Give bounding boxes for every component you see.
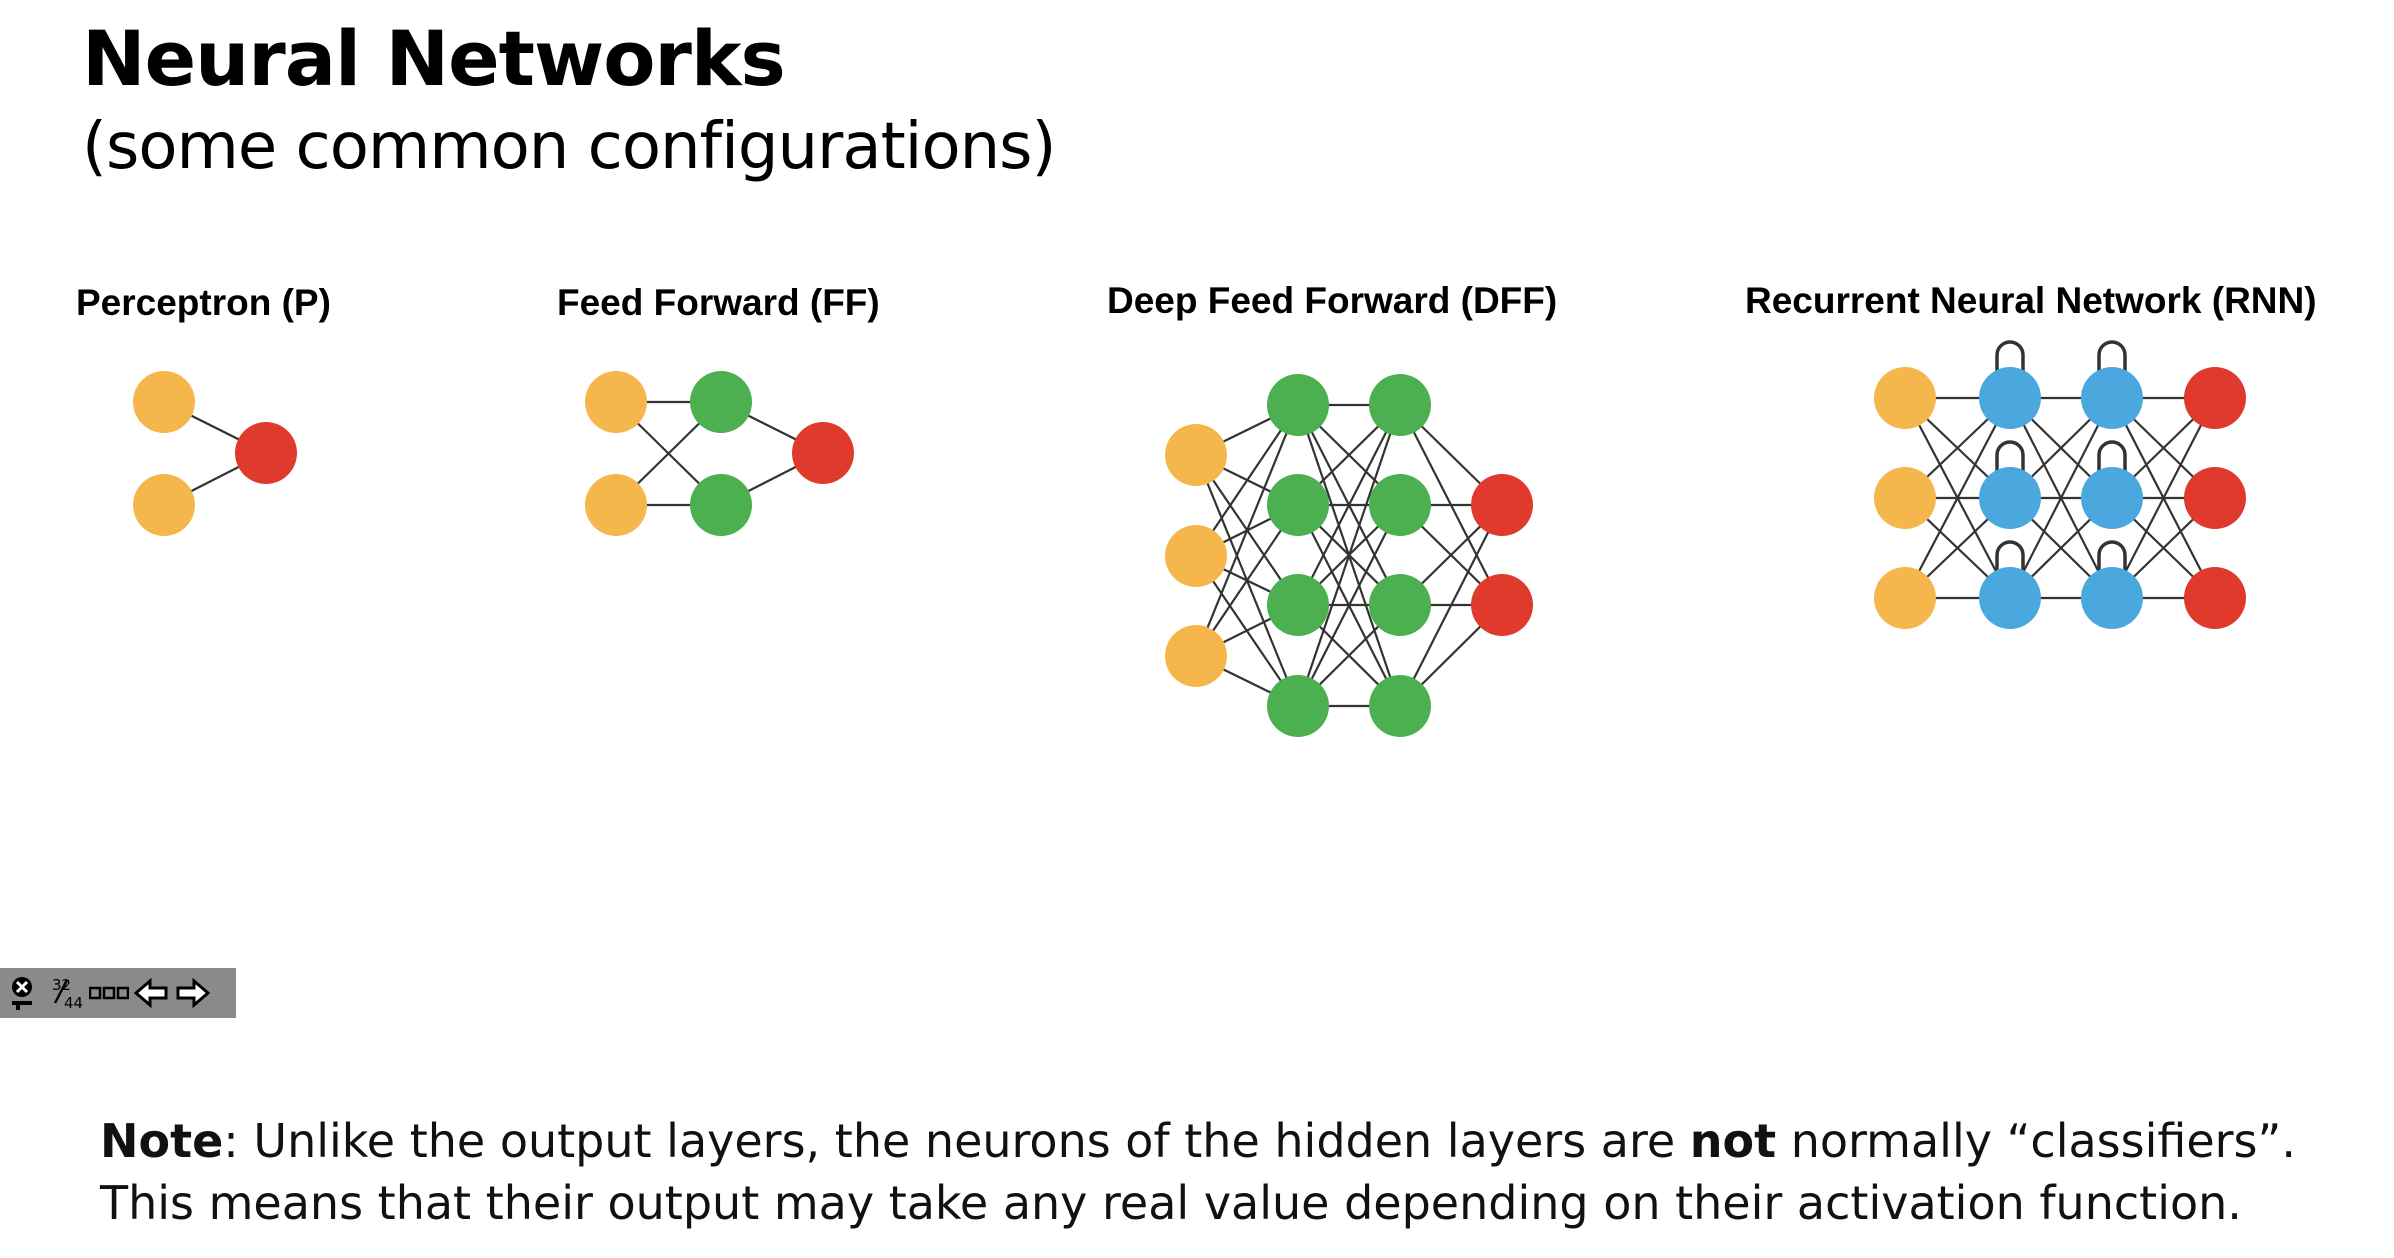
hidden-neuron: [1267, 474, 1329, 536]
input-neuron: [1165, 625, 1227, 687]
input-neuron: [1874, 367, 1936, 429]
recurrent-loop: [1995, 440, 2025, 471]
label-recurrent-neural-network: Recurrent Neural Network (RNN): [1745, 280, 2317, 321]
output-neuron: [1471, 474, 1533, 536]
hidden-neuron: [1369, 474, 1431, 536]
label-deep-feed-forward: Deep Feed Forward (DFF): [1107, 280, 1558, 321]
hidden-neuron: [1369, 675, 1431, 737]
hidden-neuron: [1267, 574, 1329, 636]
more-icon[interactable]: [88, 968, 130, 1018]
connection-edge: [1399, 504, 1503, 707]
connection-edge: [1296, 404, 1402, 707]
recurrent-loop: [2097, 540, 2127, 571]
hidden-neuron: [1369, 374, 1431, 436]
recurrent-neuron: [2081, 367, 2143, 429]
recurrent-neuron: [1979, 367, 2041, 429]
hidden-neuron: [1267, 374, 1329, 436]
recurrent-neuron: [1979, 567, 2041, 629]
recurrent-loop: [1995, 540, 2025, 571]
network-0: [133, 371, 297, 536]
input-neuron: [585, 474, 647, 536]
close-pointer-icon[interactable]: [2, 968, 44, 1018]
connection-edge: [1904, 397, 2011, 599]
output-neuron: [2184, 567, 2246, 629]
connection-edge: [2111, 397, 2216, 599]
output-neuron: [2184, 367, 2246, 429]
output-neuron: [235, 422, 297, 484]
note-part2: normally “classifiers”.: [1776, 1114, 2296, 1168]
connection-edge: [1297, 404, 1401, 606]
input-neuron: [1165, 525, 1227, 587]
hidden-neuron: [690, 474, 752, 536]
note-line-2: This means that their output may take an…: [100, 1176, 2242, 1230]
connection-edge: [2009, 397, 2113, 599]
input-neuron: [133, 371, 195, 433]
recurrent-loop: [2097, 340, 2127, 371]
recurrent-neuron: [2081, 467, 2143, 529]
prev-arrow-icon[interactable]: [130, 968, 172, 1018]
recurrent-neuron: [2081, 567, 2143, 629]
note-not: not: [1689, 1114, 1777, 1168]
network-3: [1874, 340, 2246, 629]
output-neuron: [2184, 467, 2246, 529]
slide-current: 32: [52, 976, 72, 994]
connection-edge: [1194, 404, 1300, 657]
note-part1: : Unlike the output layers, the neurons …: [223, 1114, 1690, 1168]
recurrent-loop: [1995, 340, 2025, 371]
hidden-neuron: [1369, 574, 1431, 636]
slideshow-toolbar: 32 / 44: [0, 968, 236, 1018]
recurrent-loop: [2097, 440, 2127, 471]
input-neuron: [1165, 424, 1227, 486]
input-neuron: [585, 371, 647, 433]
output-neuron: [792, 422, 854, 484]
note-line-1: Note: Unlike the output layers, the neur…: [100, 1110, 2296, 1172]
recurrent-neuron: [1979, 467, 2041, 529]
label-feed-forward: Feed Forward (FF): [557, 282, 880, 323]
input-neuron: [1874, 567, 1936, 629]
slide-total: 44: [64, 994, 84, 1012]
note-lead: Note: [100, 1114, 224, 1168]
next-arrow-icon[interactable]: [172, 968, 214, 1018]
page-title: Neural Networks: [82, 14, 786, 103]
label-perceptron: Perceptron (P): [76, 282, 331, 323]
network-1: [585, 371, 854, 536]
input-neuron: [1874, 467, 1936, 529]
connection-edge: [1297, 504, 1401, 707]
slide-counter: 32 / 44: [52, 973, 84, 1012]
network-2: [1165, 374, 1533, 737]
input-neuron: [133, 474, 195, 536]
note-text: Note: Unlike the output layers, the neur…: [100, 1110, 2296, 1234]
hidden-neuron: [1267, 675, 1329, 737]
output-neuron: [1471, 574, 1533, 636]
hidden-neuron: [690, 371, 752, 433]
page-subtitle: (some common configurations): [82, 110, 1056, 184]
